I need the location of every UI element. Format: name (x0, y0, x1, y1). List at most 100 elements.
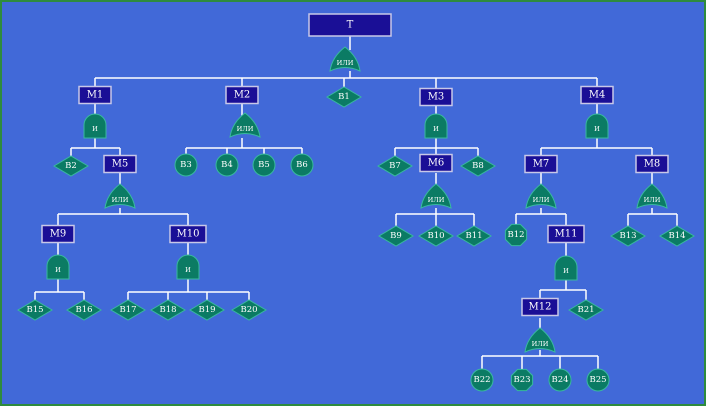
event-box-m7 (524, 154, 558, 174)
basic-event-b24 (548, 368, 572, 392)
event-box-m3 (419, 87, 453, 107)
or-gate-top (329, 46, 361, 72)
event-box-label-m8: М8 (644, 159, 661, 170)
gate-label-m5: ИЛИ (112, 196, 129, 204)
event-box-label-m1: М1 (87, 90, 104, 101)
undeveloped-event-b21 (568, 299, 604, 321)
connector-lines (34, 36, 678, 370)
event-label-b20: В20 (240, 305, 257, 315)
undeveloped-event-b19 (189, 299, 225, 321)
event-box-m9 (41, 224, 75, 244)
event-label-b25: В25 (589, 375, 606, 385)
gate-label-m6: ИЛИ (428, 196, 445, 204)
event-box-m11 (547, 224, 585, 244)
gate-label-m12: ИЛИ (532, 340, 549, 348)
event-label-b3: В3 (180, 160, 192, 170)
basic-event-b12 (504, 223, 528, 247)
or-gate-m5 (104, 183, 136, 209)
event-label-b12: В12 (507, 230, 524, 240)
event-label-b5: В5 (258, 160, 270, 170)
event-label-b13: В13 (619, 231, 636, 241)
gate-label-m7: ИЛИ (533, 196, 550, 204)
undeveloped-event-b13 (610, 225, 646, 247)
undeveloped-event-b1 (326, 86, 362, 108)
basic-event-b3 (174, 153, 198, 177)
event-box-m10 (169, 224, 207, 244)
and-gate-m11 (554, 255, 578, 281)
event-box-label-m6: М6 (428, 158, 445, 169)
event-box-label-m9: М9 (50, 229, 67, 240)
event-label-b22: В22 (473, 375, 490, 385)
and-gate-m1 (83, 113, 107, 139)
event-box-m4 (580, 85, 614, 105)
and-gate-m9 (46, 254, 70, 280)
event-box-label-m5: М5 (112, 159, 129, 170)
undeveloped-event-b9 (378, 225, 414, 247)
event-box-m8 (635, 154, 669, 174)
gate-label-m4: И (594, 125, 600, 133)
undeveloped-event-b11 (456, 225, 492, 247)
undeveloped-event-b7 (377, 155, 413, 177)
gate-label-top: ИЛИ (337, 59, 354, 67)
undeveloped-event-b16 (66, 299, 102, 321)
event-label-b23: В23 (513, 375, 530, 385)
and-gate-m4 (585, 113, 609, 139)
basic-event-b23 (510, 368, 534, 392)
gate-label-m10: И (185, 266, 191, 274)
gate-label-m1: И (92, 125, 98, 133)
event-label-b4: В4 (221, 160, 233, 170)
event-box-label-m10: М10 (177, 229, 200, 240)
basic-event-b6 (290, 153, 314, 177)
event-box-label-m7: М7 (533, 159, 550, 170)
event-label-b17: В17 (119, 305, 136, 315)
event-box-label-m3: М3 (428, 92, 445, 103)
event-box-m6 (419, 153, 453, 173)
gate-label-m9: И (55, 266, 61, 274)
event-box-m5 (103, 154, 137, 174)
undeveloped-event-b15 (17, 299, 53, 321)
event-box-m12 (521, 297, 559, 317)
event-box-m1 (78, 85, 112, 105)
event-label-b19: В19 (198, 305, 215, 315)
undeveloped-event-b2 (53, 155, 89, 177)
event-label-b18: В18 (159, 305, 176, 315)
or-gate-m7 (525, 183, 557, 209)
diagram-nodes: Т ИЛИ М1 М2 В1 М3 М4И ИЛИ И И В2 М5 В3 В4 В5 В6 В7 М6 В8 М7… (17, 13, 695, 392)
undeveloped-event-b18 (150, 299, 186, 321)
or-gate-m2 (229, 112, 261, 138)
or-gate-m6 (420, 183, 452, 209)
undeveloped-event-b14 (659, 225, 695, 247)
and-gate-m3 (424, 113, 448, 139)
event-label-b1: В1 (338, 92, 350, 102)
basic-event-b4 (215, 153, 239, 177)
undeveloped-event-b10 (418, 225, 454, 247)
gate-label-m11: И (563, 267, 569, 275)
event-label-b16: В16 (75, 305, 92, 315)
event-label-b2: В2 (65, 161, 77, 171)
event-label-b6: В6 (296, 160, 308, 170)
basic-event-b22 (470, 368, 494, 392)
event-label-b21: В21 (577, 305, 594, 315)
event-box-label-m2: М2 (234, 90, 251, 101)
event-label-b14: В14 (668, 231, 685, 241)
basic-event-b25 (586, 368, 610, 392)
event-box-label-m4: М4 (589, 90, 606, 101)
basic-event-b5 (252, 153, 276, 177)
event-label-b8: В8 (472, 161, 484, 171)
gate-label-m2: ИЛИ (237, 125, 254, 133)
undeveloped-event-b17 (110, 299, 146, 321)
event-label-b10: В10 (427, 231, 444, 241)
gate-label-m3: И (433, 125, 439, 133)
event-label-b15: В15 (26, 305, 43, 315)
and-gate-m10 (176, 254, 200, 280)
event-box-label-m11: М11 (555, 229, 578, 240)
event-box-label-top: Т (347, 20, 354, 31)
or-gate-m12 (524, 327, 556, 353)
event-box-top (308, 13, 392, 37)
undeveloped-event-b8 (460, 155, 496, 177)
event-label-b7: В7 (389, 161, 401, 171)
event-label-b11: В11 (465, 231, 482, 241)
or-gate-m8 (636, 183, 668, 209)
